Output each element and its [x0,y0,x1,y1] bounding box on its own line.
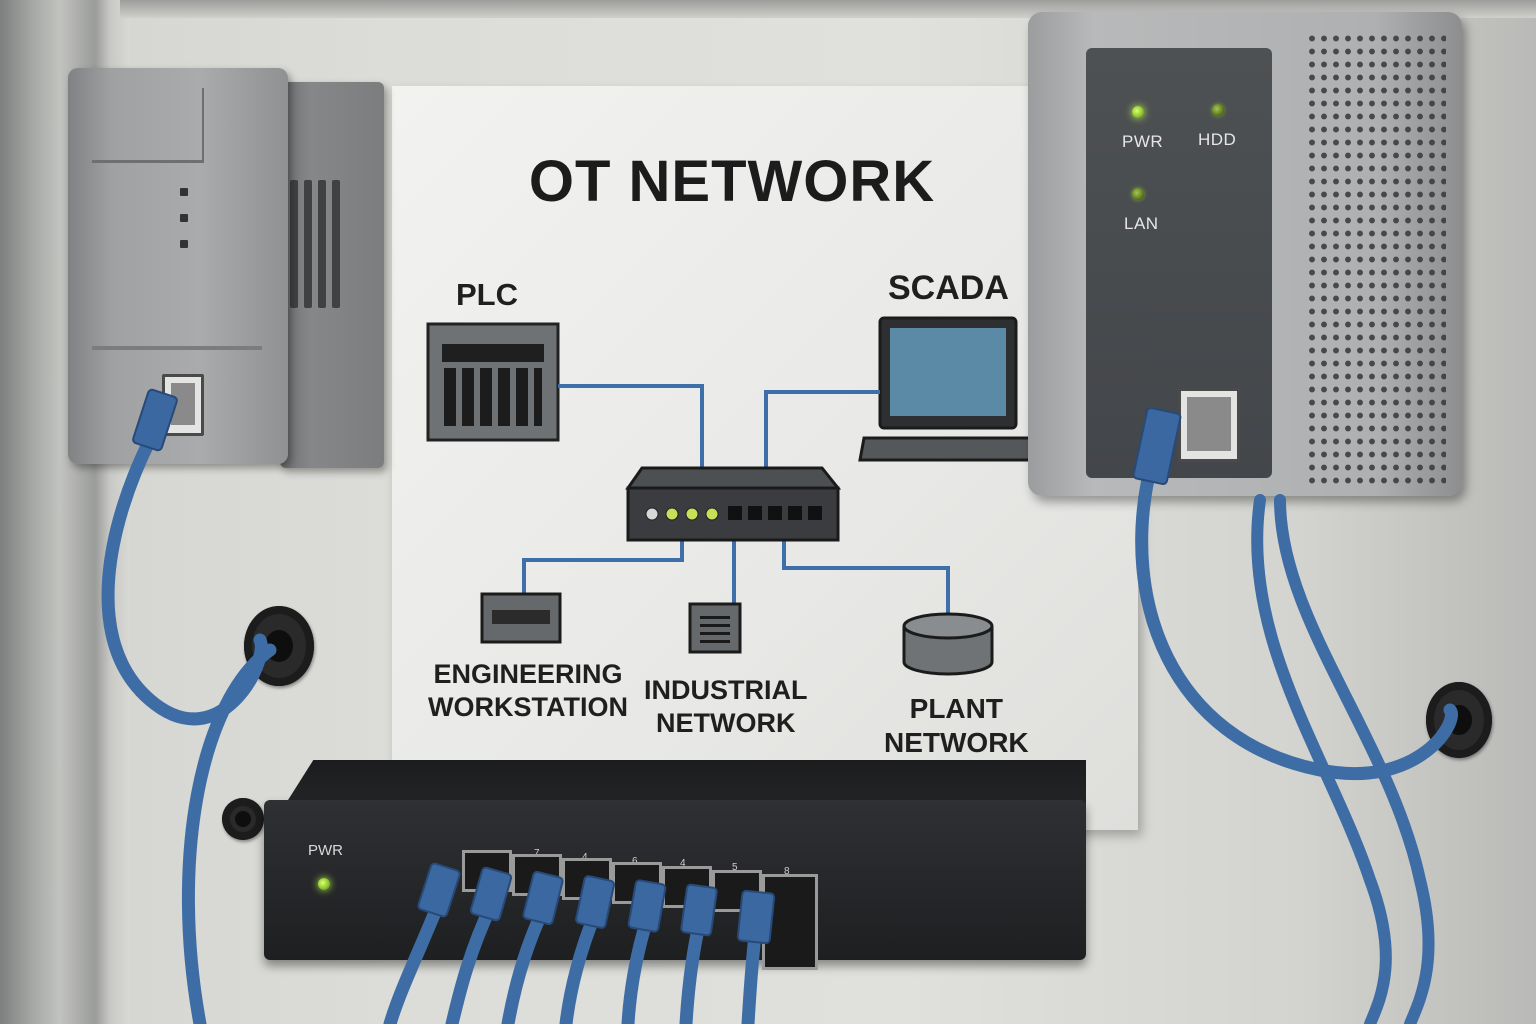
switch-cable [383,893,447,1024]
port-number: 8 [784,866,790,877]
poster-title: OT NETWORK [528,149,936,214]
rj45-boot [522,870,564,926]
switch-cable [501,901,551,1024]
ot-network-poster: OT NETWORK PLC SCADA ENGINEERING WORKSTA… [392,86,1138,830]
plant-network-database-icon [902,612,994,676]
rj45-boot [575,875,615,929]
plc-status-led [180,240,188,248]
engineering-workstation-label: ENGINEERING WORKSTATION [428,659,628,722]
rj45-boot [469,866,513,922]
rj45-boot [417,862,461,918]
appliance-cable-down [1251,494,1392,1024]
rj45-boot [1132,406,1182,486]
port-number: 4 [582,852,588,863]
plc-cable-down [182,643,277,1024]
plc-label: PLC [456,277,518,312]
port-number: 5 [732,862,738,873]
plc-hardware-unit [68,68,384,470]
port-number: 7 [534,848,540,859]
lan-led-label: LAN [1124,214,1159,233]
pwr-led-label: PWR [1122,132,1164,151]
diagram-switch-icon [625,466,842,542]
appliance-cable [1135,463,1458,781]
network-diagram [426,316,1045,676]
network-appliance-unit: PWR HDD LAN [1028,12,1468,496]
appliance-body: PWR HDD LAN [1028,12,1462,496]
port-number: 6 [632,856,638,867]
switch-cable [621,909,655,1024]
switch-cable [445,897,499,1024]
appliance-front-panel: PWR HDD LAN [1086,48,1272,478]
pwr-led [1132,106,1144,118]
port-number: 4 [680,858,686,869]
lan-led [1132,188,1144,200]
industrial-network-icon [688,602,742,654]
switch-cable [679,913,707,1024]
appliance-cable-down [1274,494,1435,1024]
switch-cable [559,905,603,1024]
rj45-boot [132,388,178,452]
plant-network-label: PLANT NETWORK [884,693,1029,759]
hdd-led-label: HDD [1198,130,1237,149]
hdd-led [1212,104,1224,116]
cable-grommet [222,798,264,840]
switch-pwr-label: PWR [308,842,343,859]
scada-label: SCADA [888,269,1009,307]
plc-icon [426,322,560,442]
plc-cover-flap [92,88,204,163]
diagram-links [522,384,950,614]
plc-status-led [180,214,188,222]
plc-status-led [180,188,188,196]
plc-side-panel [280,82,384,468]
vent-grill [1306,32,1446,488]
plc-front-body [68,68,288,464]
engineering-workstation-icon [480,592,562,644]
appliance-ethernet-port[interactable] [1178,388,1240,462]
switch-pwr-led [318,878,330,890]
rj45-boot [680,883,718,937]
industrial-network-label: INDUSTRIAL NETWORK [644,675,808,738]
rj45-boot [627,879,667,933]
plc-cable [101,433,268,726]
rj45-boot [736,889,776,945]
